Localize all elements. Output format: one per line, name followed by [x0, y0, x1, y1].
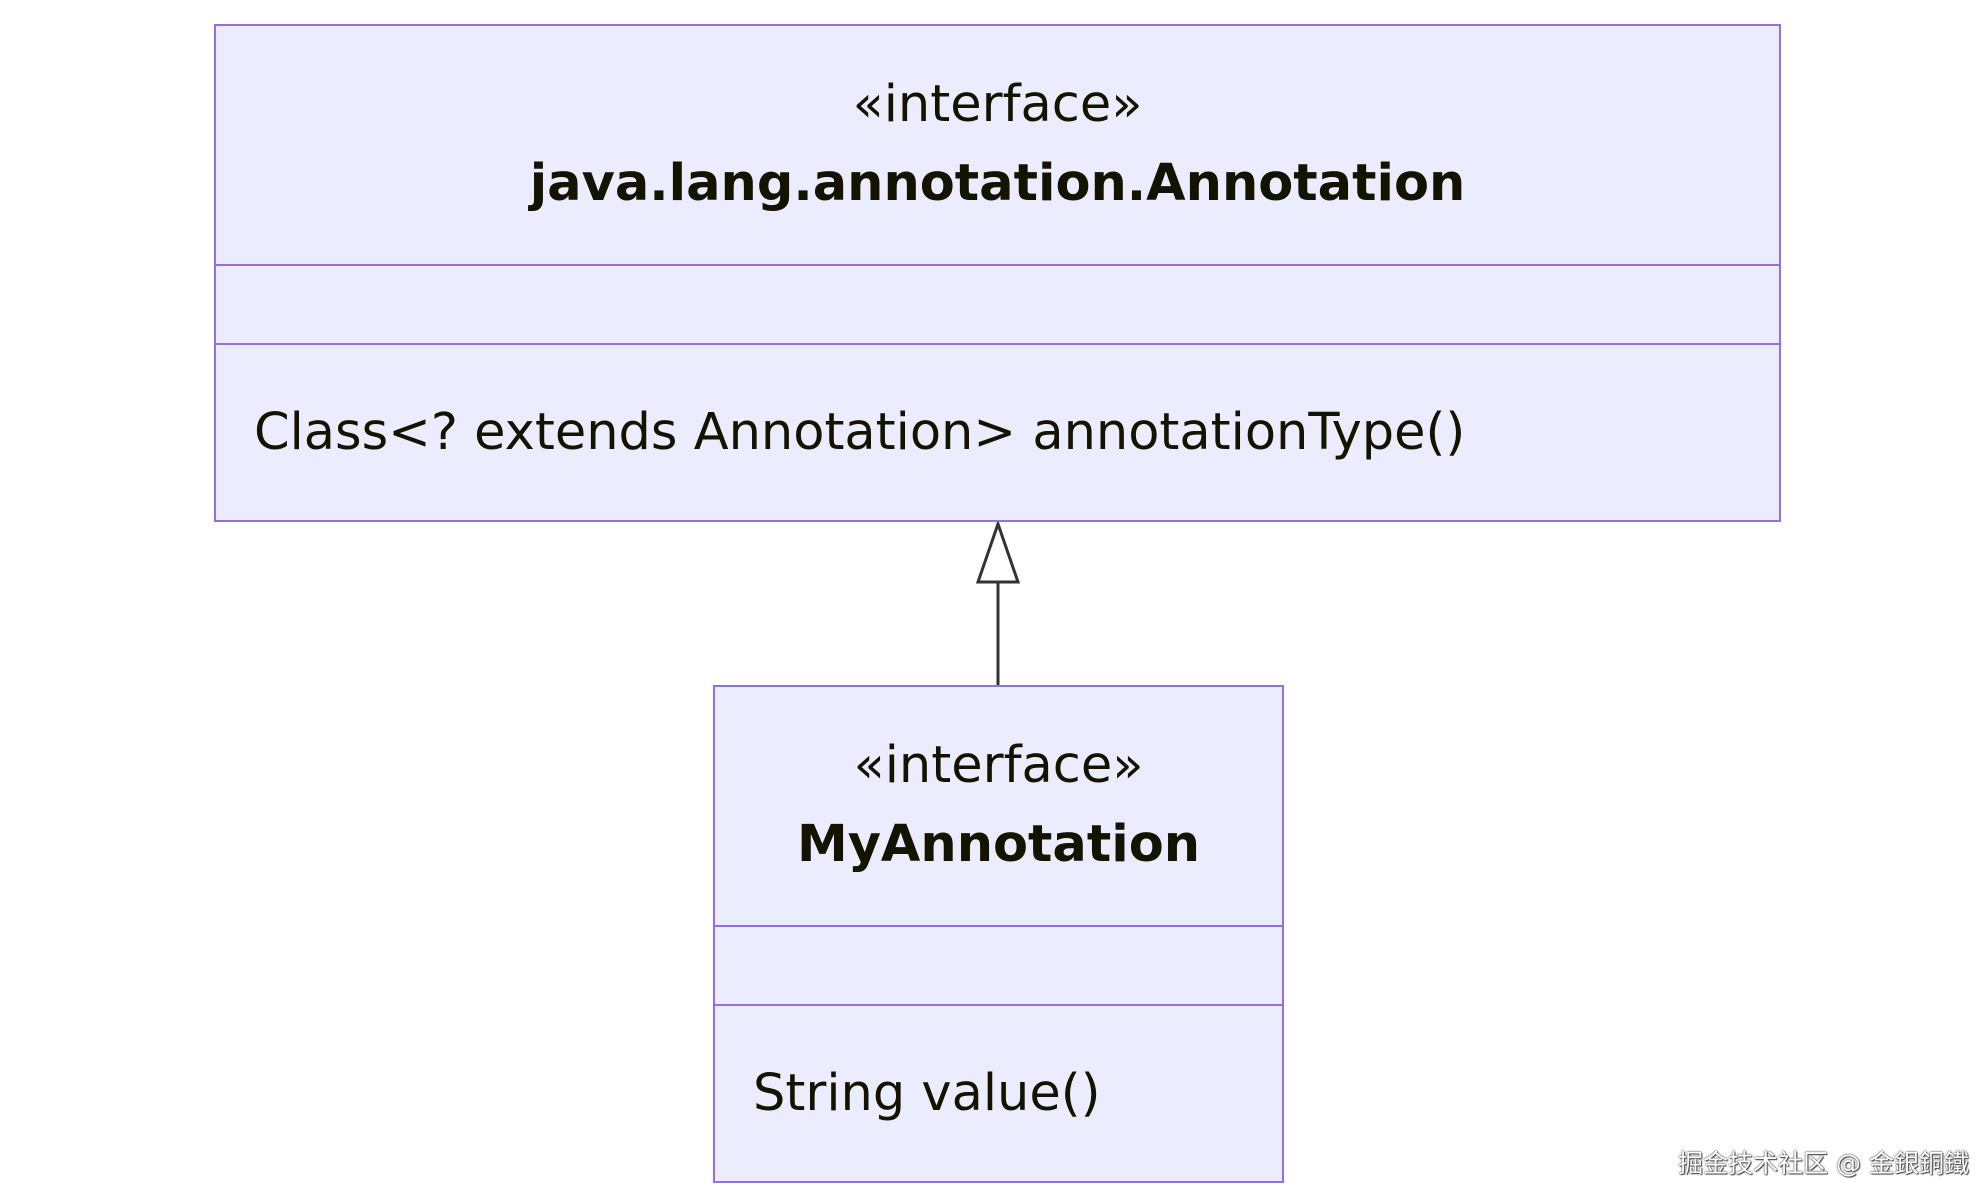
- inheritance-arrowhead: [975, 519, 1021, 584]
- class-header: «interface» MyAnnotation: [715, 687, 1282, 927]
- watermark: 掘金技术社区 @ 金銀銅鐵: [1678, 1149, 1969, 1178]
- class-myannotation[interactable]: «interface» MyAnnotation String value(): [713, 685, 1284, 1183]
- class-name: MyAnnotation: [796, 815, 1201, 874]
- class-attributes-compartment: [715, 927, 1282, 1006]
- class-method: Class<? extends Annotation> annotationTy…: [254, 403, 1466, 462]
- class-stereotype: «interface»: [852, 75, 1143, 135]
- class-java-lang-annotation-annotation[interactable]: «interface» java.lang.annotation.Annotat…: [214, 24, 1781, 522]
- class-stereotype: «interface»: [853, 736, 1144, 796]
- class-method: String value(): [753, 1064, 1101, 1123]
- class-name: java.lang.annotation.Annotation: [529, 154, 1466, 213]
- class-methods-compartment: Class<? extends Annotation> annotationTy…: [216, 345, 1779, 520]
- class-header: «interface» java.lang.annotation.Annotat…: [216, 26, 1779, 266]
- class-attributes-compartment: [216, 266, 1779, 345]
- class-methods-compartment: String value(): [715, 1006, 1282, 1181]
